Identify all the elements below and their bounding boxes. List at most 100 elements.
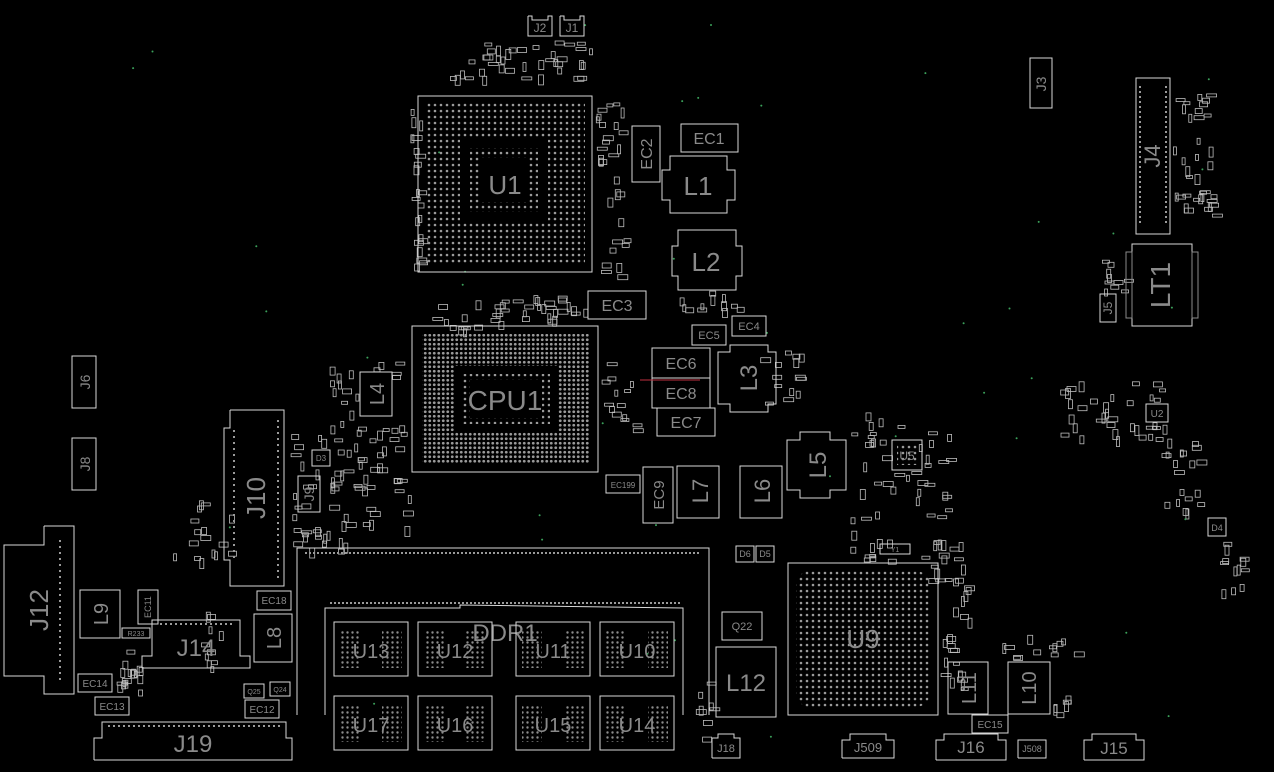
inductor-l7[interactable]: L7: [676, 465, 720, 519]
capacitor-ec5[interactable]: EC5: [691, 324, 727, 346]
connector-j6[interactable]: J6: [71, 355, 97, 409]
capacitor-ec199[interactable]: EC199: [605, 474, 641, 494]
transformer-lt1[interactable]: LT1: [1125, 243, 1199, 327]
crystal-y1[interactable]: Y1: [879, 543, 911, 555]
inductor-l6[interactable]: L6: [739, 465, 783, 519]
connector-j14[interactable]: J14: [141, 619, 251, 669]
chip-u1[interactable]: U1: [417, 95, 593, 273]
inductor-l3-label: L3: [736, 365, 763, 392]
connector-j509[interactable]: J509: [841, 733, 895, 759]
diode-d5[interactable]: D5: [755, 545, 775, 563]
dram-chip-u12[interactable]: U12: [417, 621, 493, 677]
capacitor-ec7[interactable]: EC7: [656, 407, 716, 437]
connector-j16[interactable]: J16: [935, 733, 1007, 761]
capacitor-ec15-label: EC15: [977, 720, 1002, 731]
dram-chip-u17[interactable]: U17: [333, 695, 409, 751]
connector-j18[interactable]: J18: [711, 733, 741, 759]
capacitor-ec2-label: EC2: [639, 138, 656, 169]
capacitor-ec14[interactable]: EC14: [77, 673, 113, 693]
dram-chip-u14[interactable]: U14: [599, 695, 675, 751]
transistor-q25[interactable]: Q25: [243, 683, 265, 699]
inductor-l4-label: L4: [367, 383, 389, 405]
dram-chip-u11[interactable]: U11: [515, 621, 591, 677]
connector-j12[interactable]: J12: [3, 525, 75, 695]
transistor-q22[interactable]: Q22: [721, 611, 763, 641]
inductor-l9[interactable]: L9: [79, 589, 121, 639]
diode-d6[interactable]: D6: [735, 545, 755, 563]
capacitor-ec13[interactable]: EC13: [94, 696, 130, 716]
connector-j3[interactable]: J3: [1029, 57, 1053, 109]
capacitor-ec15[interactable]: EC15: [971, 714, 1009, 734]
dram-chip-u15[interactable]: U15: [515, 695, 591, 751]
connector-j12-label: J12: [24, 589, 54, 631]
dram-chip-u16-label: U16: [437, 715, 474, 737]
connector-j2[interactable]: J2: [527, 15, 553, 37]
connector-j2-label: J2: [534, 21, 547, 35]
dram-chip-u13[interactable]: U13: [333, 621, 409, 677]
capacitor-ec12-label: EC12: [249, 705, 274, 716]
capacitor-ec8-label: EC8: [665, 386, 696, 403]
inductor-l10[interactable]: L10: [1007, 661, 1051, 715]
resistor-r233[interactable]: R233: [121, 627, 151, 639]
inductor-l8-label: L8: [264, 627, 286, 649]
capacitor-ec1[interactable]: EC1: [680, 123, 739, 153]
capacitor-ec18[interactable]: EC18: [256, 590, 292, 611]
capacitor-ec2[interactable]: EC2: [631, 125, 661, 183]
dram-chip-u14-label: U14: [619, 715, 656, 737]
capacitor-ec6[interactable]: EC6: [651, 347, 711, 379]
chip-u9[interactable]: U9: [787, 562, 939, 716]
connector-j6-label: J6: [77, 374, 93, 389]
dram-chip-u10[interactable]: U10: [599, 621, 675, 677]
connector-j16-label: J16: [957, 738, 984, 757]
chip-u2[interactable]: U2: [1145, 403, 1169, 423]
inductor-l12[interactable]: L12: [715, 646, 777, 718]
inductor-l2[interactable]: L2: [671, 229, 743, 291]
inductor-l6-label: L6: [750, 479, 775, 503]
inductor-l8[interactable]: L8: [253, 613, 293, 663]
dram-chip-u15-label: U15: [535, 715, 572, 737]
connector-j9[interactable]: J9: [297, 475, 321, 513]
resistor-r233-label: R233: [128, 631, 145, 638]
capacitor-ec8[interactable]: EC8: [640, 377, 711, 409]
connector-j19[interactable]: J19: [93, 721, 293, 761]
diode-d3[interactable]: D3: [311, 449, 331, 467]
dram-chip-u16[interactable]: U16: [417, 695, 493, 751]
capacitor-ec3-label: EC3: [601, 298, 632, 315]
chip-u1-label: U1: [488, 170, 521, 200]
dram-chip-u10-label: U10: [619, 641, 656, 663]
dram-chip-u12-label: U12: [437, 641, 474, 663]
connector-j1[interactable]: J1: [559, 15, 585, 37]
capacitor-ec11[interactable]: EC11: [137, 589, 159, 625]
chip-cpu1[interactable]: CPU1: [411, 325, 599, 473]
connector-j5-label: J5: [1101, 301, 1115, 314]
dram-chip-u17-label: U17: [353, 715, 390, 737]
capacitor-ec1-label: EC1: [693, 131, 724, 148]
connector-j4-label: J4: [1140, 144, 1165, 167]
connector-j508[interactable]: J508: [1017, 739, 1047, 759]
diode-d4[interactable]: D4: [1207, 517, 1227, 537]
inductor-l10-label: L10: [1019, 671, 1041, 704]
inductor-l3[interactable]: L3: [717, 344, 777, 413]
diode-d3-label: D3: [316, 454, 327, 463]
chip-u9-label: U9: [846, 624, 879, 654]
capacitor-ec12[interactable]: EC12: [244, 699, 280, 719]
inductor-l4[interactable]: L4: [359, 371, 393, 417]
transistor-q25-label: Q25: [247, 689, 260, 696]
connector-j15[interactable]: J15: [1083, 733, 1145, 761]
connector-j10[interactable]: J10: [223, 409, 285, 587]
transistor-q24[interactable]: Q24: [269, 681, 291, 697]
inductor-l9-label: L9: [91, 603, 113, 625]
connector-j8[interactable]: J8: [71, 437, 97, 491]
capacitor-ec9[interactable]: EC9: [642, 466, 674, 524]
connector-j4[interactable]: J4: [1135, 77, 1171, 235]
capacitor-ec3[interactable]: EC3: [587, 290, 647, 320]
connector-j5[interactable]: J5: [1099, 293, 1117, 323]
inductor-l1[interactable]: L1: [661, 155, 736, 214]
capacitor-ec4[interactable]: EC4: [731, 315, 767, 337]
inductor-l11[interactable]: L11: [947, 661, 989, 715]
inductor-l5[interactable]: L5: [786, 431, 847, 499]
chip-u5[interactable]: U5: [891, 439, 923, 471]
small-parts-layer: [116, 24, 1250, 743]
